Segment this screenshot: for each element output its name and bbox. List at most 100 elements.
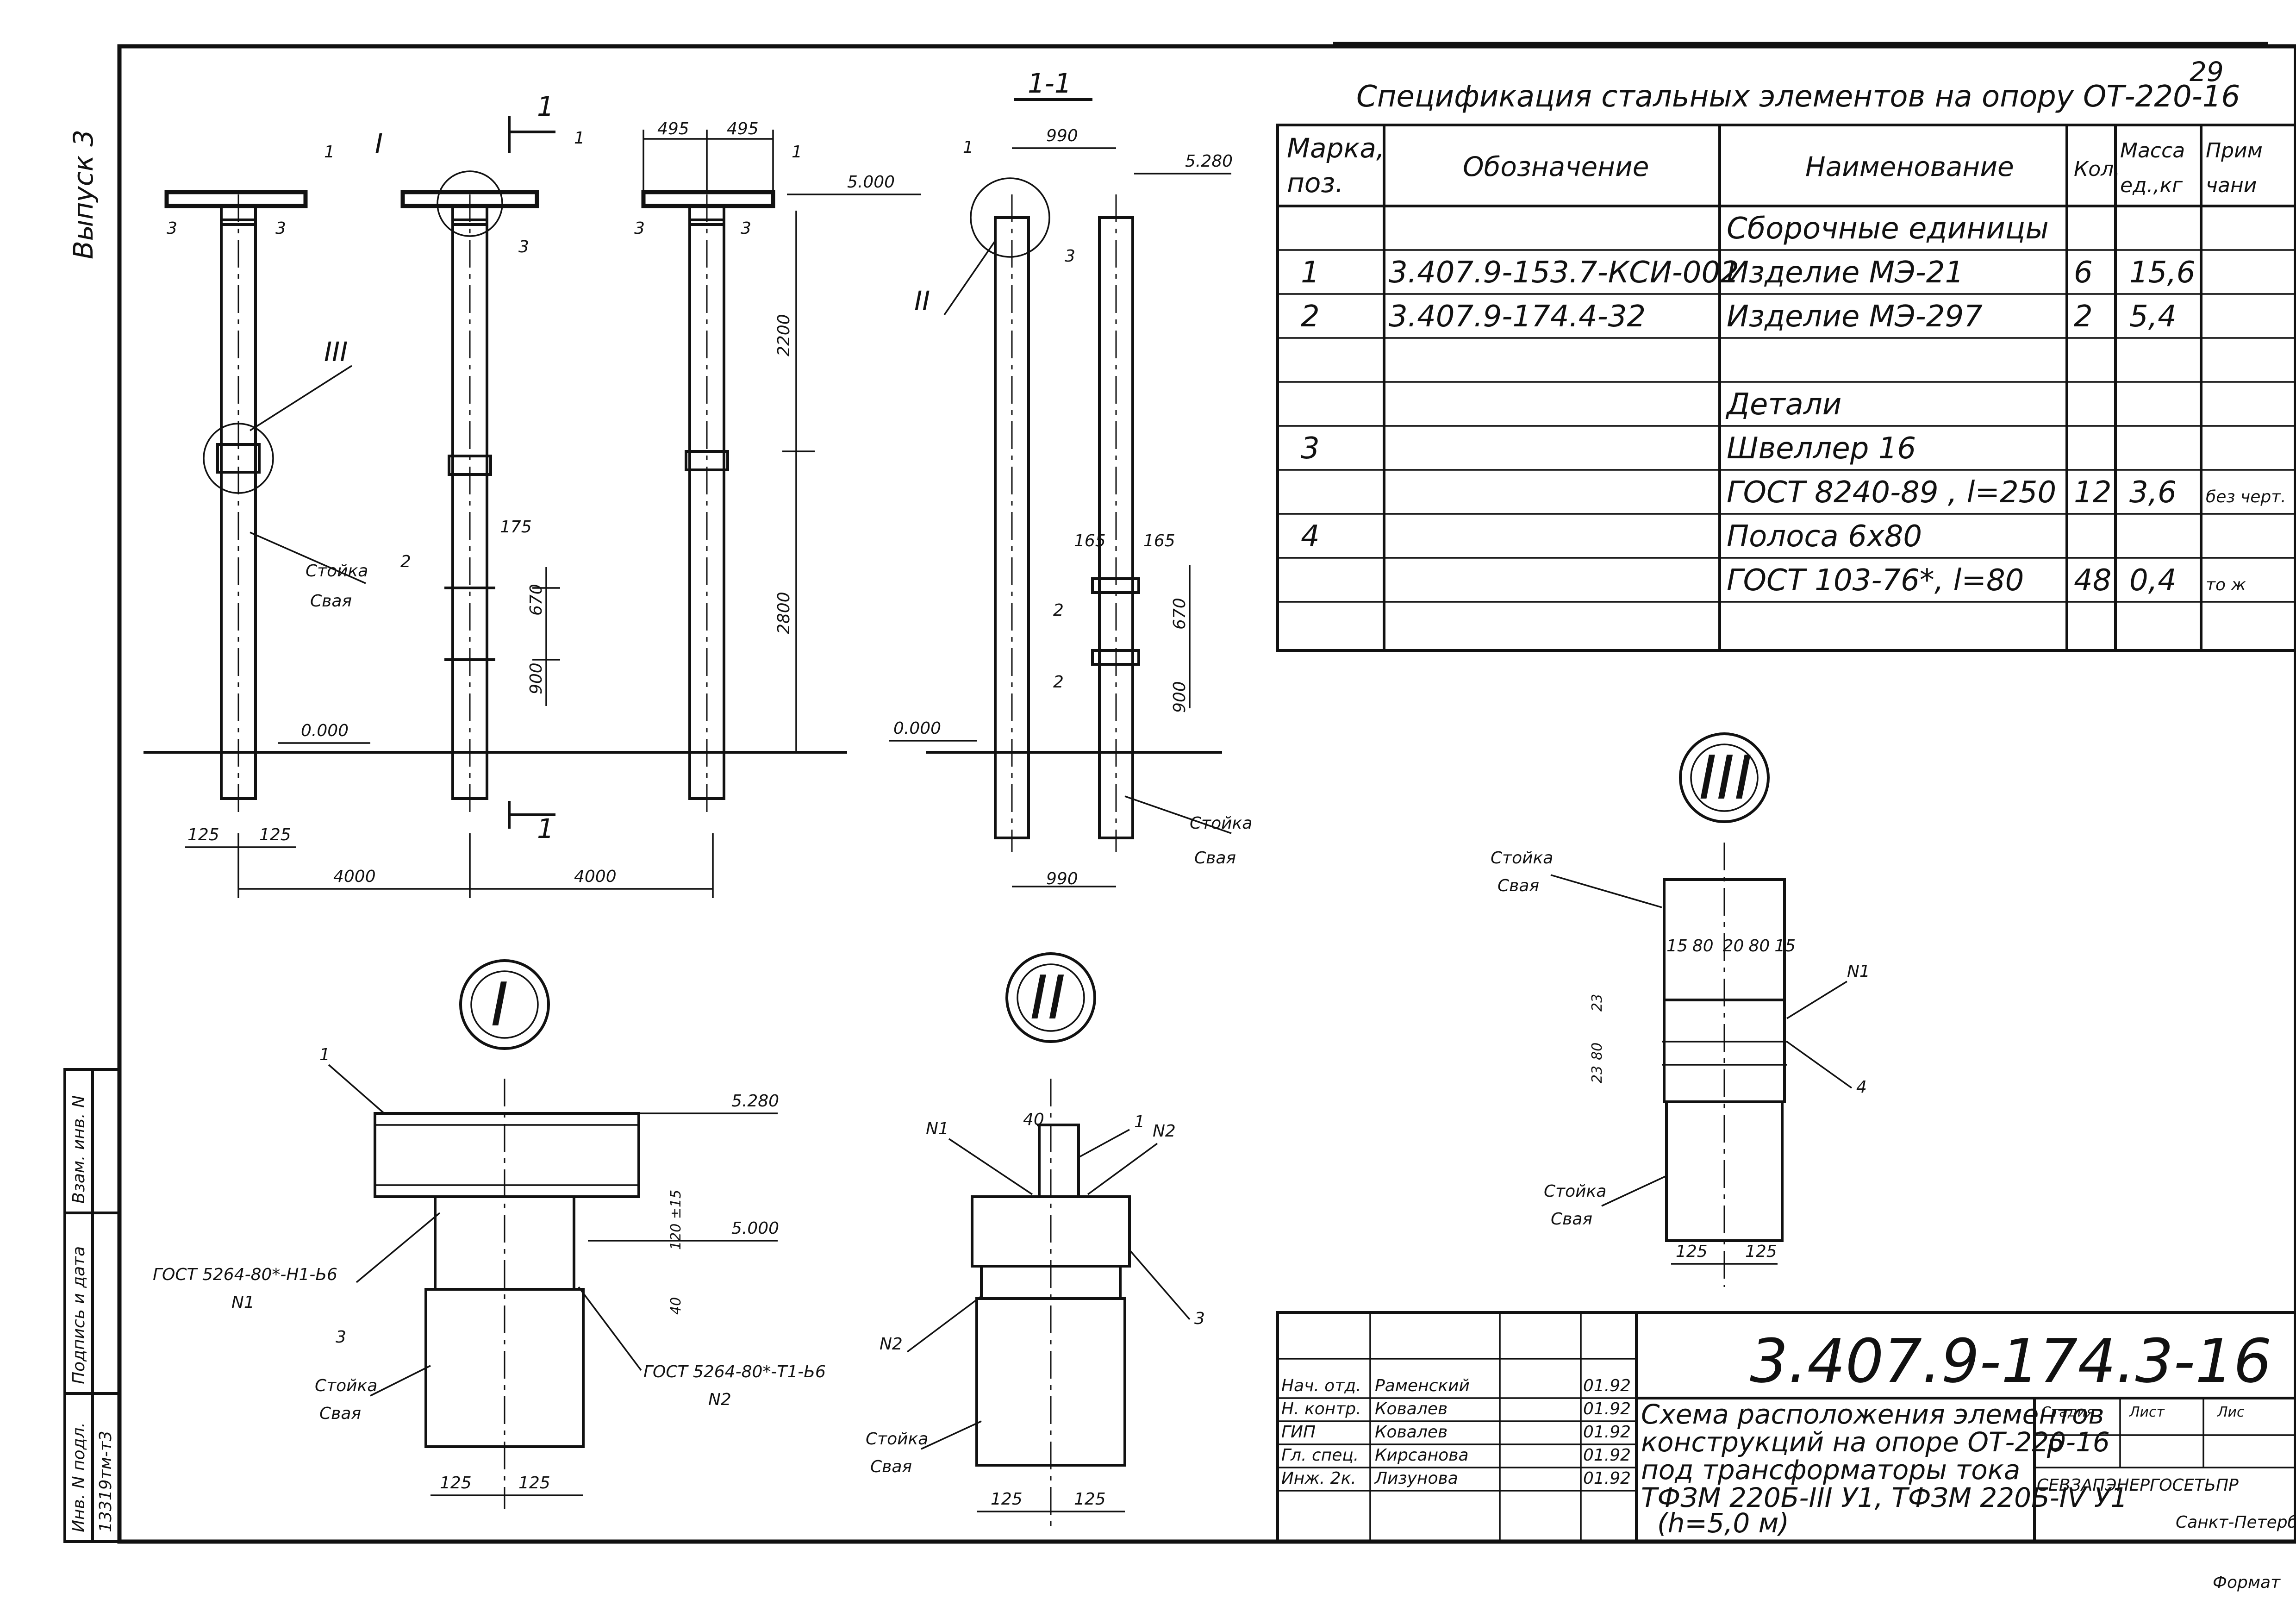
detail-III-stoyka-top: Стойка [1491,849,1553,868]
detail-I-elev-5280: 5.280 [731,1092,779,1111]
mark-3-a: 3 [167,219,177,238]
detail-I: I 125 125 5.280 5.000 120 ±15 40 1 3 ГОС… [153,959,826,1509]
spec-cell: 5,4 [2129,300,2177,334]
sheets-label: Лис [2217,1404,2245,1420]
detail-III-dim-125-a: 125 [1676,1242,1708,1261]
mark-3-d: 3 [634,219,645,238]
dim-2200: 2200 [774,314,793,356]
spec-cell: Полоса 6х80 [1727,519,1922,554]
spec-cell: 2 [1301,300,1320,334]
title-date: 01.92 [1583,1469,1631,1488]
mark-1-c: 1 [792,143,802,162]
label-svaya-front: Свая [310,592,352,611]
mark-2-front: 2 [400,552,411,571]
spec-header-cell: ед.,кг [2120,174,2183,197]
spec-title: Спецификация стальных элементов на опору… [1356,80,2240,114]
detail-I-mark-3: 3 [336,1328,346,1347]
detail-I-dim-120: 120 ±15 [668,1190,684,1250]
detail-I-beam [374,1112,640,1198]
section-1-1-view: 1-1 990 990 5.280 0.000 165 165 670 900 … [889,68,1252,888]
org-name: СЕВЗАПЭНЕРГОСЕТЬПР [2037,1476,2239,1495]
detail-I-dim-125-b: 125 [518,1474,550,1493]
mark-1-section: 1 [963,138,973,157]
spec-cell: 3 [1301,431,1320,466]
stage-value: Р [2046,1433,2062,1465]
detail-III-n1: N1 [1847,962,1870,981]
detail-II-dim-125-b: 125 [1074,1490,1106,1509]
stage-label: Стадия [2041,1404,2095,1420]
spec-header-cell: Обозначение [1463,151,1649,182]
detail-II-n2-top: N2 [1153,1122,1176,1141]
detail-II: II 125 125 40 1 N1 N2 N2 3 Стойка Свая [866,952,1205,1528]
detail-I-elev-5000: 5.000 [731,1219,779,1238]
detail-III-dim-125-b: 125 [1745,1242,1777,1261]
label-svaya-section: Свая [1194,849,1236,868]
detail-II-label: II [1030,962,1066,1033]
title-name: Ковалев [1375,1399,1447,1418]
dim-4000-b: 4000 [574,867,617,886]
title-date: 01.92 [1583,1399,1631,1418]
detail-III-dim-23-b: 23 [1589,1066,1605,1083]
dim-900-front: 900 [527,662,546,694]
dim-900-section: 900 [1170,681,1189,713]
dim-495-a: 495 [657,119,689,138]
spec-cell: 1 [1301,256,1320,290]
title-desc-1: Схема расположения элементов [1641,1399,2104,1430]
left-stamp: Взам. инв. N Подпись и дата Инв. N подл.… [63,1068,121,1543]
stamp-inv-value: 13319тм-т3 [96,1430,115,1532]
spec-table: Спецификация стальных элементов на опору… [1276,80,2296,652]
detail-II-dim-125-a: 125 [991,1490,1023,1509]
detail-II-stoyka: Стойка [866,1430,928,1449]
detail-II-mark-1: 1 [1134,1112,1145,1131]
detail-III-stoyka-bottom: Стойка [1544,1182,1606,1201]
spec-grid [1276,124,2296,652]
detail-I-dim-125-a: 125 [440,1474,472,1493]
spec-cell: 3,6 [2129,475,2177,510]
title-role: Нач. отд. [1281,1376,1361,1395]
spec-cell: Швеллер 16 [1727,431,1916,466]
detail-I-label: I [491,969,508,1040]
detail-III-label: III [1699,743,1752,813]
detail-III-svaya-bottom: Свая [1551,1210,1592,1229]
title-role: Н. контр. [1281,1399,1361,1418]
dim-990-bottom: 990 [1046,869,1078,888]
spec-cell: Детали [1725,387,1841,422]
detail-I-dim-40: 40 [668,1297,684,1315]
mark-3-section: 3 [1065,247,1075,266]
format-label: Формат [2213,1573,2281,1592]
callout-III-circle [203,423,274,494]
spec-header-cell: поз. [1287,167,1344,199]
elev-5000-front: 5.000 [847,173,895,192]
detail-III-dim-80: 80 [1589,1043,1605,1060]
detail-III-svaya-top: Свая [1497,876,1539,895]
callout-I-circle [437,170,503,237]
title-role: Гл. спец. [1281,1446,1359,1465]
title-name: Раменский [1375,1376,1470,1395]
title-desc-3: под трансформаторы тока [1641,1454,2020,1486]
elev-5280-section: 5.280 [1185,152,1233,171]
beam-right [641,190,775,208]
mark-2-section-b: 2 [1053,673,1064,692]
detail-I-svaya: Свая [319,1404,361,1423]
detail-III-mark-4: 4 [1856,1078,1867,1097]
detail-I-n2: N2 [708,1390,731,1409]
mark-3-c: 3 [518,237,529,256]
title-desc-2: конструкций на опоре ОТ-220-16 [1641,1426,2110,1458]
dim-990-top: 990 [1046,126,1078,145]
dim-2800: 2800 [774,592,793,634]
stamp-field-vzam: Взам. инв. N [69,1095,88,1204]
spec-cell: то ж [2206,575,2246,594]
title-name: Ковалев [1375,1423,1447,1442]
side-label: Выпуск 3 [68,130,99,259]
spec-cell: 48 [2074,563,2111,598]
spec-cell: 12 [2074,475,2111,510]
title-block-code: 3.407.9-174.3-16 [1750,1326,2272,1396]
elev-0000-front: 0.000 [301,721,349,740]
detail-II-svaya: Свая [870,1457,912,1476]
spec-header-cell: Прим [2206,139,2263,162]
elev-0000-section: 0.000 [893,719,941,738]
spec-cell: Сборочные единицы [1727,212,2049,246]
